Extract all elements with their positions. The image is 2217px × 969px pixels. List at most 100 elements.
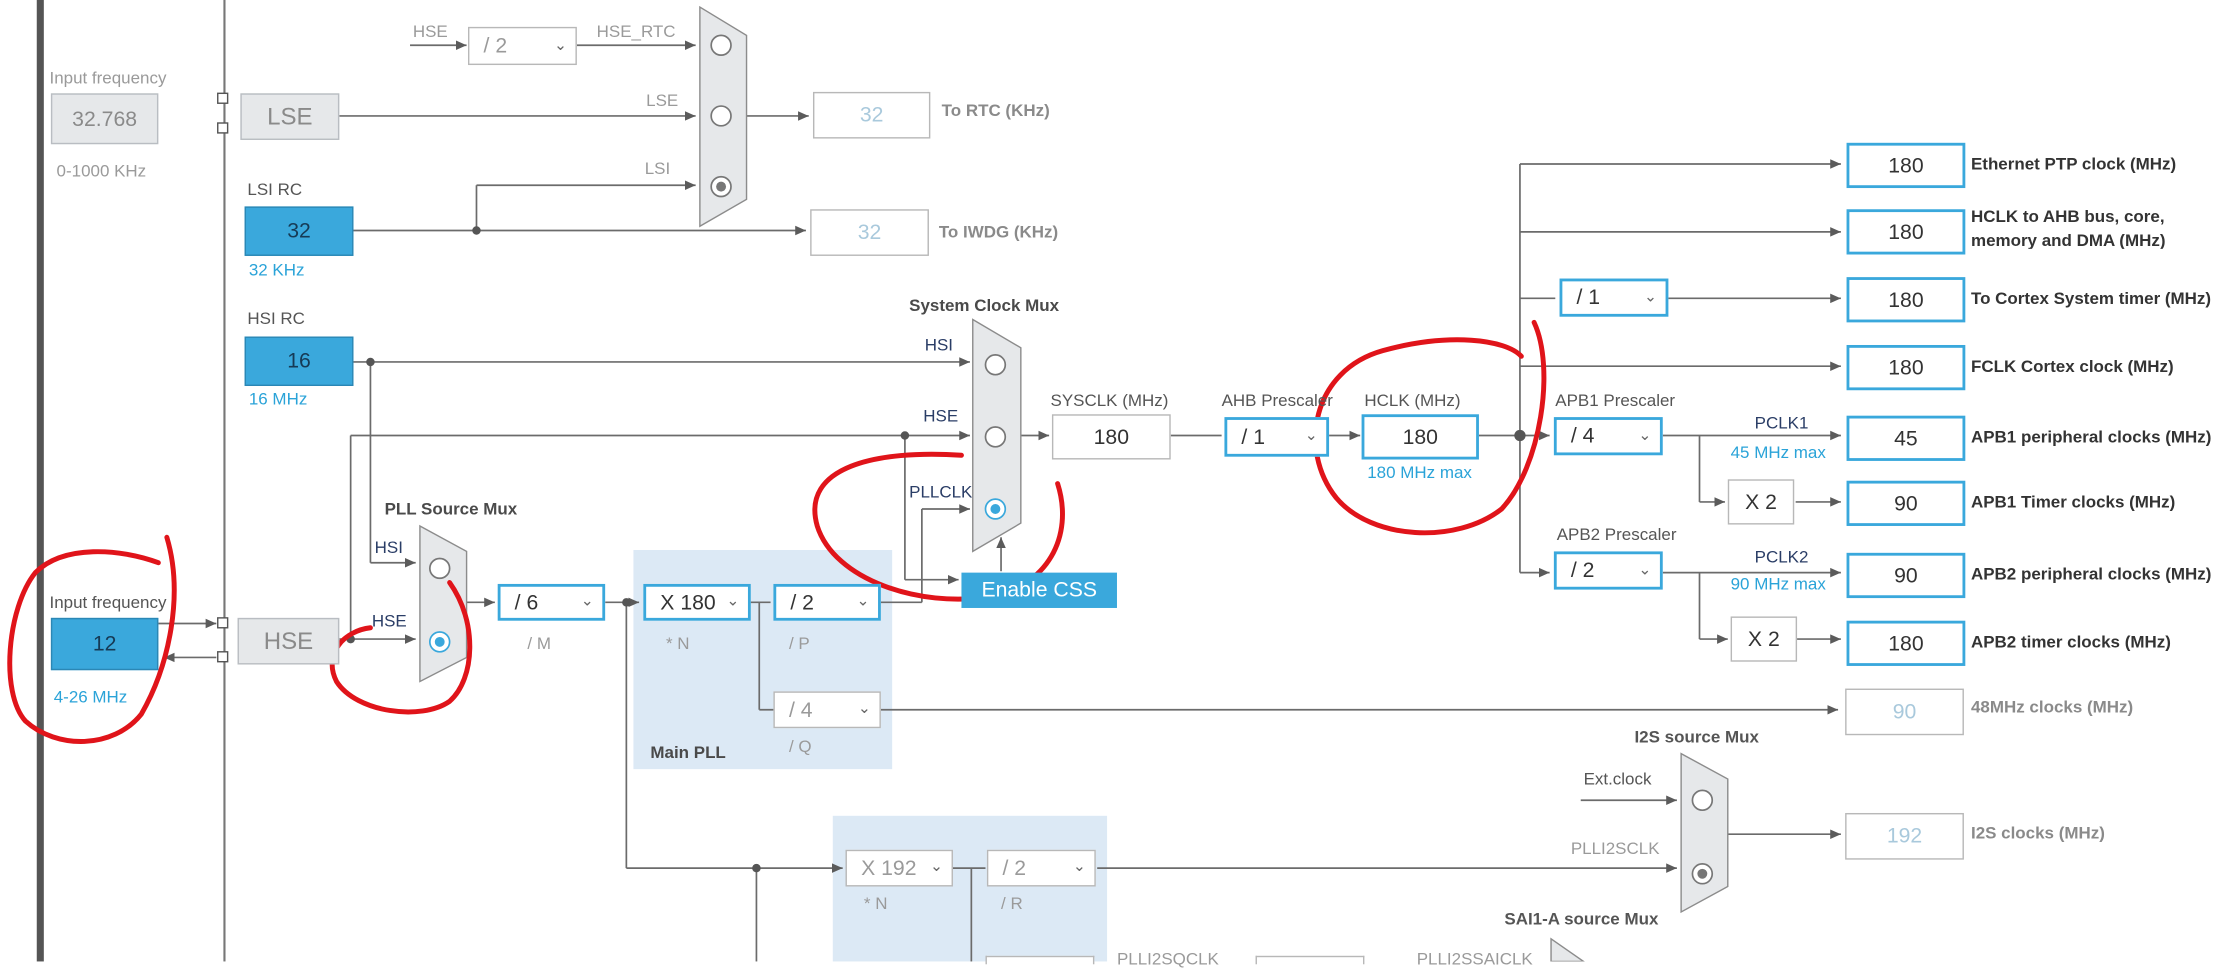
pll-m-label: / M bbox=[527, 633, 551, 654]
lsi-unit-label: 32 KHz bbox=[248, 260, 305, 280]
pll-p-divider-select[interactable]: / 2 ⌄ bbox=[773, 583, 881, 621]
iwdg-output-value: 32 bbox=[810, 209, 929, 256]
panel-divider bbox=[223, 0, 226, 962]
lse-range-label: 0-1000 KHz bbox=[56, 161, 147, 181]
lse-wire-label: LSE bbox=[646, 90, 679, 111]
output-hclk-ahb-label-line2: memory and DMA (MHz) bbox=[1970, 231, 2166, 249]
chevron-down-icon: ⌄ bbox=[856, 592, 870, 610]
hclk-label: HCLK (MHz) bbox=[1364, 390, 1461, 411]
chevron-down-icon: ⌄ bbox=[726, 592, 740, 610]
chevron-down-icon: ⌄ bbox=[553, 36, 567, 54]
iwdg-output-label: To IWDG (KHz) bbox=[938, 221, 1059, 242]
sys-mux-hsi-label: HSI bbox=[924, 335, 953, 355]
output-i2s-label: I2S clocks (MHz) bbox=[1970, 822, 2105, 843]
pll-n-multiplier-select[interactable]: X 180 ⌄ bbox=[643, 583, 751, 621]
output-apb2-peripheral-label: APB2 peripheral clocks (MHz) bbox=[1970, 564, 2212, 584]
apb1-prescaler-label: APB1 Prescaler bbox=[1555, 390, 1676, 411]
pclk1-max-label: 45 MHz max bbox=[1730, 442, 1826, 463]
pll-q-value: / 4 bbox=[788, 697, 813, 722]
sysclk-value: 180 bbox=[1051, 414, 1171, 460]
apb2-prescaler-select[interactable]: / 2 ⌄ bbox=[1553, 551, 1663, 590]
rtc-mux-radio-hse[interactable] bbox=[710, 34, 732, 56]
hse-rtc-divider-select[interactable]: / 2 ⌄ bbox=[468, 26, 577, 66]
output-fclk-value[interactable]: 180 bbox=[1846, 344, 1966, 391]
lsi-rc-value[interactable]: 32 bbox=[244, 206, 354, 256]
pll-src-hse-label: HSE bbox=[371, 610, 407, 631]
pll-n-value: X 180 bbox=[660, 590, 716, 615]
output-i2s-value: 192 bbox=[1845, 812, 1964, 860]
sys-mux-radio-hsi[interactable] bbox=[984, 354, 1007, 376]
chevron-down-icon: ⌄ bbox=[1638, 560, 1652, 578]
output-apb1-peripheral-value[interactable]: 45 bbox=[1846, 415, 1966, 461]
chevron-down-icon: ⌄ bbox=[857, 700, 871, 718]
lse-input-field[interactable]: 32.768 bbox=[50, 93, 159, 145]
pclk2-label: PCLK2 bbox=[1754, 547, 1809, 567]
output-cortex-timer-value[interactable]: 180 bbox=[1846, 277, 1966, 323]
sai1a-source-mux bbox=[1550, 937, 1585, 962]
chevron-down-icon: ⌄ bbox=[1644, 288, 1658, 305]
hse-input-frequency-label: Input frequency bbox=[49, 592, 167, 613]
chevron-down-icon: ⌄ bbox=[580, 592, 594, 610]
panel-left-border bbox=[36, 0, 44, 962]
pll-source-mux-title: PLL Source Mux bbox=[384, 499, 518, 519]
pll-p-label: / P bbox=[788, 633, 810, 654]
plli2s-q-divider-select[interactable] bbox=[985, 955, 1095, 965]
pll-n-label: * N bbox=[665, 633, 690, 654]
hse-block[interactable]: HSE bbox=[237, 617, 340, 665]
pll-q-divider-select[interactable]: / 4 ⌄ bbox=[773, 691, 881, 729]
output-ethernet-ptp-value[interactable]: 180 bbox=[1846, 142, 1966, 189]
apb1-prescaler-select[interactable]: / 4 ⌄ bbox=[1553, 417, 1663, 456]
plli2s-r-divider-select[interactable]: / 2 ⌄ bbox=[986, 849, 1096, 887]
hse-range-label: 4-26 MHz bbox=[53, 687, 128, 707]
ext-clock-label: Ext.clock bbox=[1583, 769, 1652, 789]
plli2s-panel bbox=[832, 815, 1108, 962]
i2s-mux-radio-ext[interactable] bbox=[1691, 789, 1714, 812]
ahb-prescaler-select[interactable]: / 1 ⌄ bbox=[1224, 417, 1330, 457]
chevron-down-icon: ⌄ bbox=[1072, 858, 1086, 876]
output-apb1-timer-value[interactable]: 90 bbox=[1846, 480, 1966, 526]
hsi-rc-value[interactable]: 16 bbox=[244, 336, 354, 386]
chevron-down-icon: ⌄ bbox=[1304, 427, 1318, 445]
pll-src-radio-hsi[interactable] bbox=[428, 557, 451, 580]
annotation-circle-pllclk bbox=[812, 451, 1065, 602]
rtc-mux-radio-lse[interactable] bbox=[710, 105, 732, 127]
output-apb2-timer-value[interactable]: 180 bbox=[1846, 620, 1966, 666]
apb2-prescaler-label: APB2 Prescaler bbox=[1556, 524, 1677, 545]
cortex-timer-divider-select[interactable]: / 1 ⌄ bbox=[1559, 278, 1669, 317]
pclk1-label: PCLK1 bbox=[1754, 412, 1809, 433]
hsi-rc-title: HSI RC bbox=[247, 308, 305, 329]
hse-input-field[interactable]: 12 bbox=[50, 617, 159, 671]
pll-src-hsi-label: HSI bbox=[374, 537, 403, 558]
apb1-prescaler-value: / 4 bbox=[1570, 424, 1595, 449]
cortex-timer-divider-value: / 1 bbox=[1576, 285, 1601, 310]
annotation-circle-hclk bbox=[1313, 319, 1547, 536]
pll-m-value: / 6 bbox=[514, 590, 539, 615]
ahb-prescaler-value: / 1 bbox=[1241, 424, 1265, 449]
enable-css-button[interactable]: Enable CSS bbox=[961, 572, 1117, 608]
sysclk-label: SYSCLK (MHz) bbox=[1050, 390, 1169, 411]
lse-block[interactable]: LSE bbox=[240, 93, 340, 140]
system-clock-mux-title: System Clock Mux bbox=[909, 295, 1060, 316]
plli2s-saiclk-divider-select[interactable] bbox=[1255, 955, 1365, 965]
apb2-timer-multiplier: X 2 bbox=[1730, 616, 1798, 662]
output-fclk-label: FCLK Cortex clock (MHz) bbox=[1970, 356, 2174, 377]
hclk-value-field[interactable]: 180 bbox=[1361, 414, 1479, 460]
output-apb2-peripheral-value[interactable]: 90 bbox=[1846, 552, 1966, 599]
pll-m-divider-select[interactable]: / 6 ⌄ bbox=[497, 583, 606, 621]
rtc-hse-label: HSE bbox=[412, 21, 448, 42]
lse-input-frequency-label: Input frequency bbox=[49, 67, 167, 88]
lsi-rc-title: LSI RC bbox=[247, 179, 303, 200]
plli2s-n-multiplier-select[interactable]: X 192 ⌄ bbox=[845, 849, 953, 887]
output-48mhz-value: 90 bbox=[1845, 688, 1964, 736]
sys-mux-pllclk-label: PLLCLK bbox=[909, 482, 973, 502]
sys-mux-radio-hse[interactable] bbox=[984, 426, 1007, 448]
output-48mhz-label: 48MHz clocks (MHz) bbox=[1970, 697, 2134, 717]
output-apb2-timer-label: APB2 timer clocks (MHz) bbox=[1970, 632, 2171, 652]
output-hclk-ahb-value[interactable]: 180 bbox=[1846, 209, 1966, 255]
output-apb1-peripheral-label: APB1 peripheral clocks (MHz) bbox=[1970, 426, 2212, 447]
pclk2-max-label: 90 MHz max bbox=[1730, 574, 1826, 594]
pll-q-label: / Q bbox=[788, 736, 812, 757]
output-cortex-timer-label: To Cortex System timer (MHz) bbox=[1970, 288, 2212, 309]
